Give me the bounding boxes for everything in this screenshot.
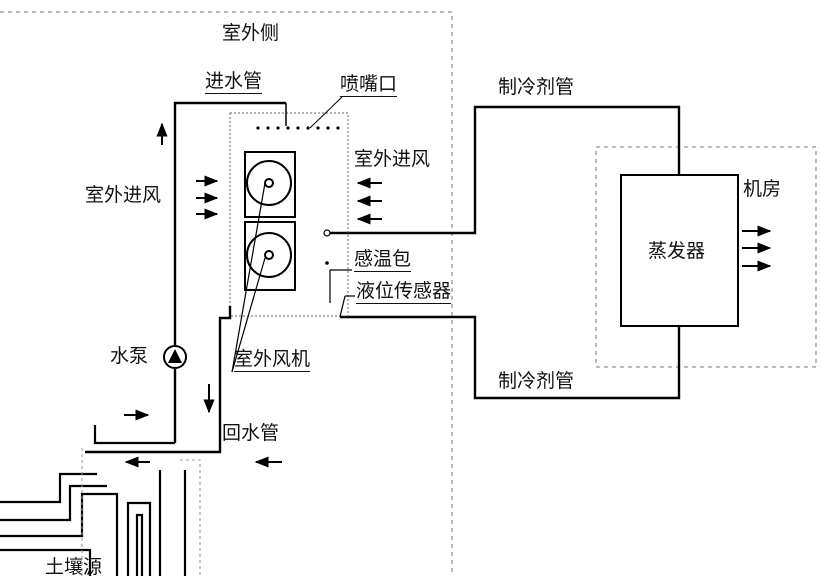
label-level-sensor: 液位传感器 bbox=[356, 280, 451, 304]
label-outdoor-inlet-air-right: 室外进风 bbox=[354, 148, 430, 170]
ground-loop bbox=[0, 425, 185, 576]
label-temp-sensor: 感温包 bbox=[354, 248, 411, 272]
label-return-pipe: 回水管 bbox=[222, 422, 279, 444]
label-outdoor-inlet-air-left: 室外进风 bbox=[85, 184, 161, 206]
return-pipe-line bbox=[85, 306, 230, 452]
sensor-leaders bbox=[330, 270, 355, 317]
label-soil-source: 土壤源 bbox=[45, 556, 102, 578]
label-outdoor-fan: 室外风机 bbox=[234, 348, 310, 372]
label-outdoor-side: 室外侧 bbox=[222, 22, 279, 44]
label-machine-room: 机房 bbox=[743, 178, 781, 200]
label-nozzle: 喷嘴口 bbox=[340, 73, 397, 97]
label-refrigerant-pipe-top: 制冷剂管 bbox=[498, 76, 574, 98]
level-sensor-dot bbox=[325, 261, 329, 265]
temp-sensor-bulb bbox=[324, 230, 330, 236]
nozzle-spray bbox=[256, 126, 339, 129]
fan-leader-lines bbox=[232, 183, 265, 372]
label-pump: 水泵 bbox=[110, 345, 148, 367]
pump-symbol bbox=[164, 346, 186, 368]
label-evaporator: 蒸发器 bbox=[648, 240, 705, 262]
outdoor-fan-unit bbox=[245, 152, 295, 290]
label-refrigerant-pipe-bottom: 制冷剂管 bbox=[498, 370, 574, 392]
label-inlet-pipe: 进水管 bbox=[205, 70, 262, 94]
